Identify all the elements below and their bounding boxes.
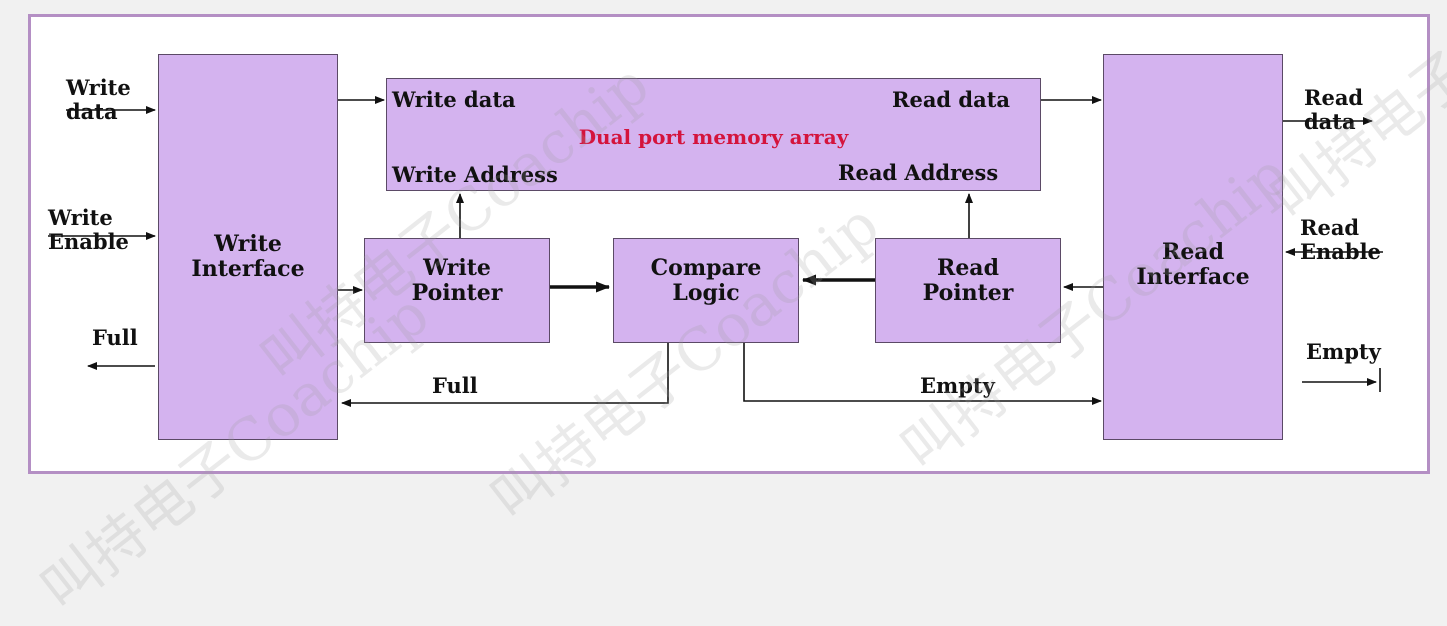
read-interface-label: Read Interface bbox=[1136, 239, 1250, 291]
connection-lines bbox=[48, 96, 1383, 407]
empty-feedback-label: Empty bbox=[920, 373, 995, 398]
write-pointer-label: Write Pointer bbox=[411, 255, 503, 307]
fifo-block-diagram: Write Interface Read Interface Dual port… bbox=[28, 14, 1447, 624]
memory-write-address-port: Write Address bbox=[392, 162, 558, 187]
memory-write-data-port: Write data bbox=[392, 87, 516, 112]
write-interface-block bbox=[158, 54, 338, 440]
read-pointer-label: Read Pointer bbox=[922, 255, 1014, 307]
read-pointer-block bbox=[875, 238, 1061, 343]
empty-output-signal-label: Empty bbox=[1306, 339, 1381, 364]
full-feedback-line bbox=[341, 343, 669, 407]
write-pointer-block bbox=[364, 238, 550, 343]
compare-logic-label: Compare Logic bbox=[650, 255, 762, 307]
read-interface-block bbox=[1103, 54, 1283, 440]
write-data-signal-label: Write data bbox=[66, 75, 131, 125]
compare-logic-block bbox=[613, 238, 799, 343]
memory-read-data-port: Read data bbox=[892, 87, 1011, 112]
memory-array-block bbox=[386, 78, 1041, 191]
memory-read-address-port: Read Address bbox=[838, 160, 999, 185]
write-interface-label: Write Interface bbox=[191, 231, 305, 283]
memory-array-title: Dual port memory array bbox=[578, 125, 849, 149]
read-enable-signal-label: Read Enable bbox=[1300, 215, 1381, 265]
write-enable-signal-label: Write Enable bbox=[48, 205, 129, 255]
empty-feedback-line bbox=[743, 343, 1102, 405]
read-data-signal-label: Read data bbox=[1304, 85, 1364, 135]
full-output-signal-label: Full bbox=[92, 325, 138, 350]
full-feedback-label: Full bbox=[432, 373, 478, 398]
